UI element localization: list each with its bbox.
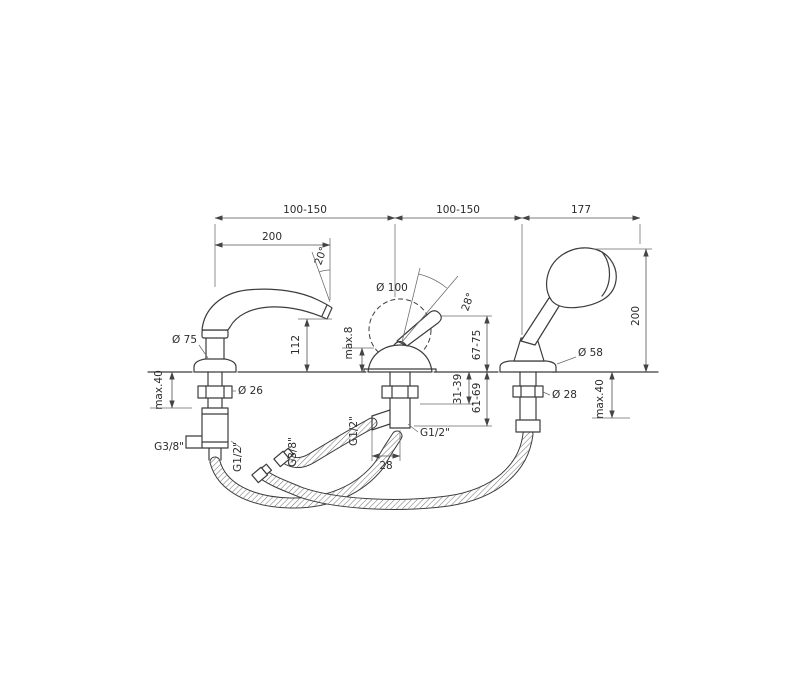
mixer-lever-handle: [396, 310, 442, 347]
dim-spout-flange-dia: Ø 75: [172, 334, 197, 346]
hand-shower-grip: [520, 297, 562, 346]
dim-span-shower: 177: [571, 204, 591, 216]
dim-mixer-handle-angle: 28°: [459, 291, 477, 313]
dim-mixer-port-offset: 28: [379, 460, 392, 472]
label-mixer-port-left-g12: G1/2": [348, 416, 360, 446]
dim-mixer-range-mid: 31-39: [452, 374, 464, 405]
dim-span-mixer-shower: 100-150: [436, 204, 480, 216]
hand-shower: [499, 247, 617, 373]
dim-shower-height: 200: [630, 306, 642, 326]
dim-shower-flange-dia: Ø 58: [578, 347, 603, 359]
tub-spout: [193, 288, 333, 373]
label-hose-mid-g38: G3/8": [287, 437, 299, 467]
label-hose-left-g12: G1/2": [232, 442, 244, 472]
dim-span-spout-mixer: 100-150: [283, 204, 327, 216]
hose-connector: [273, 447, 295, 468]
dim-spout-reach: 200: [262, 231, 282, 243]
dim-shower-shaft-dia: Ø 28: [552, 389, 577, 401]
tub-spout-underdeck: [185, 371, 233, 461]
mixer-underdeck: [371, 371, 419, 431]
dimension-labels: 100-150 100-150 177 200 20° Ø 100 Ø 75 1…: [153, 204, 642, 472]
hand-shower-head: [545, 247, 617, 309]
dim-mixer-escutcheon-dia: Ø 100: [376, 282, 408, 294]
dim-deck-max-left: max.40: [153, 370, 165, 410]
dim-mixer-max-deck: max.8: [343, 327, 355, 360]
hose-connector: [251, 463, 273, 484]
dimension-lines: [169, 215, 649, 459]
label-inlet-left-g38: G3/8": [154, 441, 184, 453]
dim-spout-outlet-angle: 20°: [312, 245, 330, 267]
mixer-valve: [363, 298, 442, 373]
dim-deck-max-right: max.40: [594, 379, 606, 419]
dim-spout-shaft-dia: Ø 26: [238, 385, 263, 397]
dim-mixer-range-lower: 61-69: [471, 383, 483, 414]
label-mixer-port-right-g12: G1/2": [420, 427, 450, 439]
flexible-hoses: [209, 417, 534, 510]
dim-mixer-range-upper: 67-75: [471, 330, 483, 361]
hand-shower-underdeck: [512, 371, 544, 433]
dim-spout-outlet-height: 112: [290, 335, 302, 355]
